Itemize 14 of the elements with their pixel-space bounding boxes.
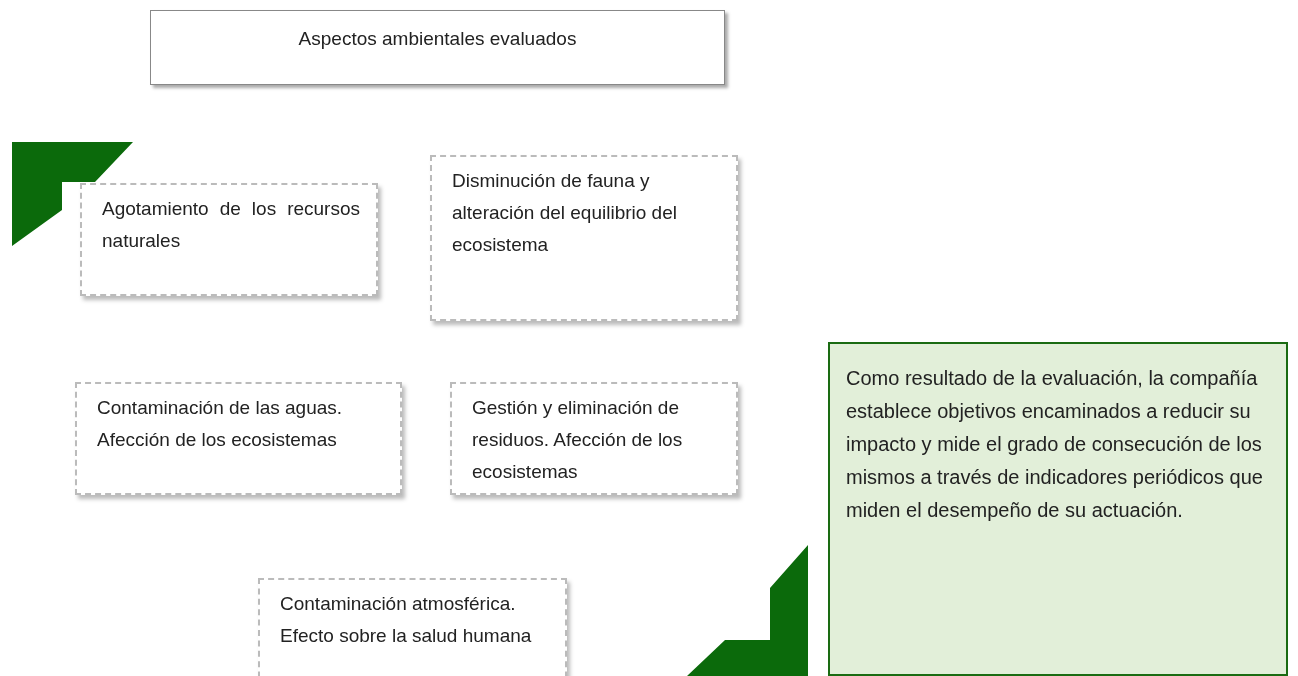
box-text: Aspectos ambientales evaluados xyxy=(297,27,578,51)
aspect-box xyxy=(430,155,738,321)
title-box xyxy=(150,10,725,85)
box-text: Disminución de fauna y alteración del equilibrio del ecosistema xyxy=(452,169,678,257)
box-text: Contaminación atmosférica. Efecto sobre la salud humana xyxy=(280,592,533,648)
box-text: Agotamiento de los recursos naturales xyxy=(102,197,360,253)
box-text: Contaminación de las aguas. Afección de los ecosistemas xyxy=(97,396,344,452)
aspect-box xyxy=(450,382,738,495)
aspect-box xyxy=(258,578,567,676)
aspect-box xyxy=(75,382,402,495)
aspect-box xyxy=(80,183,378,296)
box-text: Como resultado de la evaluación, la compañía establece objetivos encaminados a reducir su impacto y mide el grado de consecución de los mismos a través de indicadores periódicos que miden el desempeño de su actuación. xyxy=(846,366,1264,523)
note-box xyxy=(828,342,1288,676)
box-text: Gestión y eliminación de residuos. Afección de los ecosistemas xyxy=(472,396,684,484)
